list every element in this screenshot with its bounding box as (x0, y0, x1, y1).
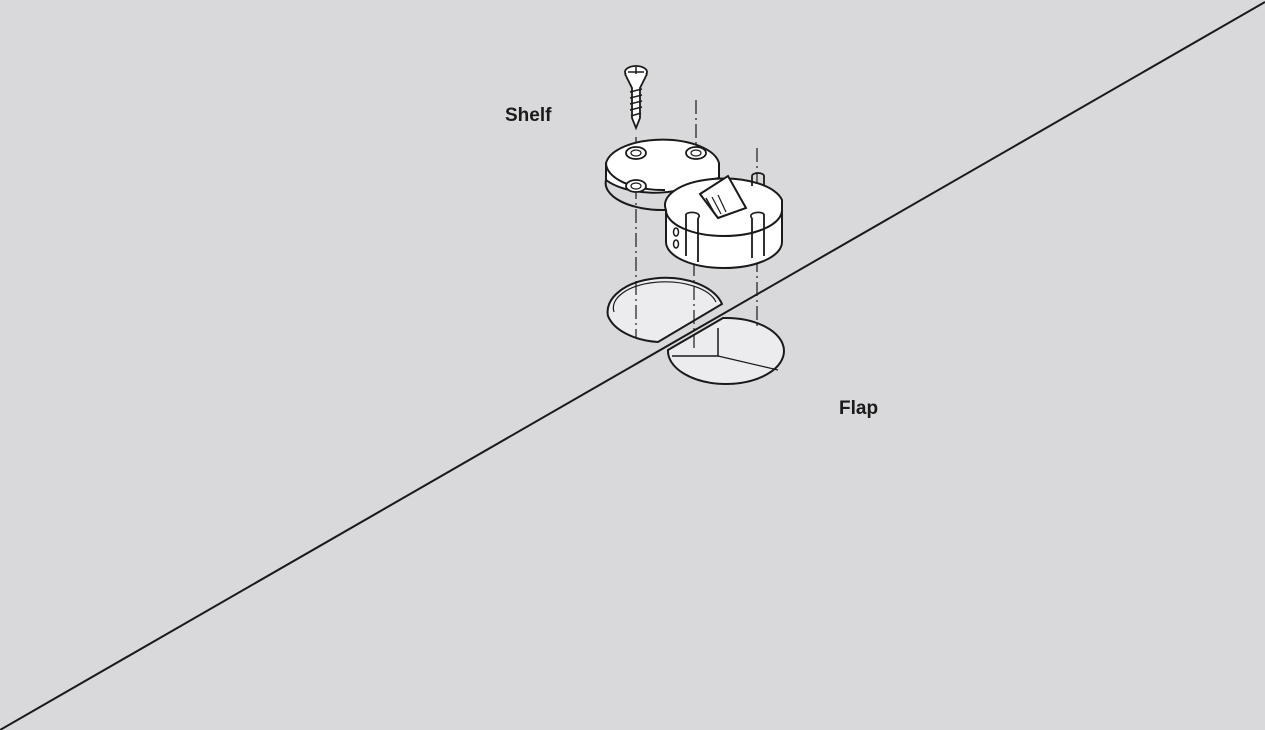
screw-holes (625, 146, 707, 193)
screw (624, 65, 648, 131)
flap-label: Flap (839, 398, 879, 419)
shelf-label: Shelf (505, 105, 552, 126)
recess-hole-right (666, 316, 785, 385)
screw-hole (625, 146, 647, 160)
screw-hole (685, 146, 707, 160)
screw-hole (625, 179, 647, 193)
